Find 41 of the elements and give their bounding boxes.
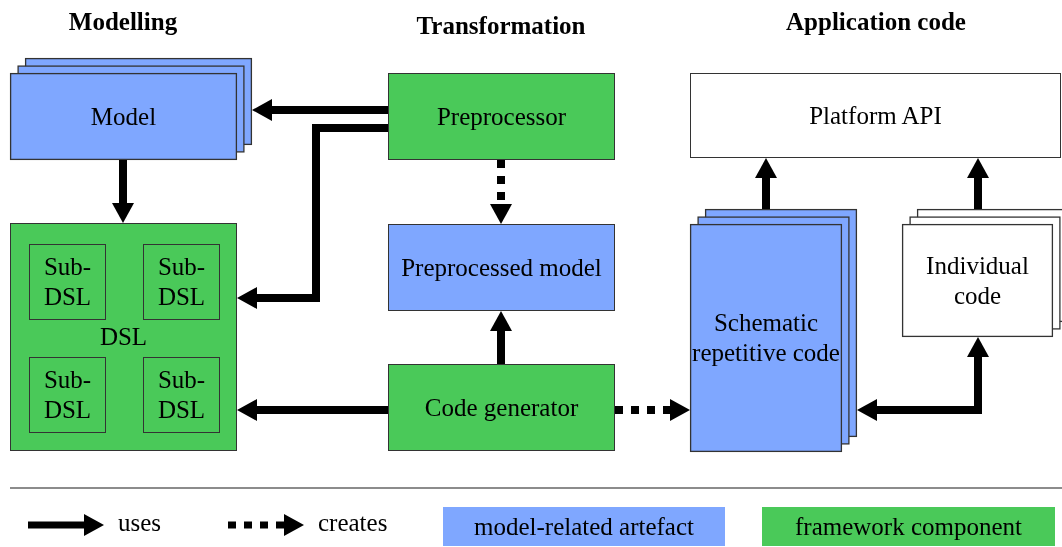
arrow bbox=[252, 99, 388, 121]
process-box bbox=[388, 364, 615, 451]
node-label: Individual code bbox=[925, 250, 1030, 311]
platform-box bbox=[690, 73, 1061, 158]
sub-dsl-box bbox=[29, 244, 106, 320]
arrow bbox=[490, 160, 512, 224]
arrow bbox=[857, 337, 989, 421]
model-stack bbox=[10, 58, 252, 160]
arrow bbox=[967, 158, 989, 209]
arrow bbox=[237, 399, 388, 421]
process-box bbox=[388, 73, 615, 160]
node-label: Schematic repetitive code bbox=[691, 308, 841, 368]
node-label: Sub- DSL bbox=[42, 252, 93, 312]
arrow bbox=[490, 311, 512, 364]
node-label: Sub- DSL bbox=[156, 252, 207, 312]
legend-label: framework component bbox=[795, 511, 1022, 542]
legend-label: creates bbox=[318, 508, 388, 538]
sub-dsl-box bbox=[143, 244, 220, 320]
node-label: DSL bbox=[99, 322, 148, 352]
node-label: Platform API bbox=[809, 100, 942, 131]
node-label: Preprocessed model bbox=[401, 252, 602, 283]
node-label: Sub- DSL bbox=[42, 365, 93, 425]
arrow bbox=[615, 399, 690, 421]
node-label: Code generator bbox=[424, 392, 579, 423]
arrow bbox=[112, 160, 134, 223]
arrow bbox=[755, 158, 777, 209]
column-heading: Transformation bbox=[416, 12, 586, 40]
node-label: Preprocessor bbox=[436, 101, 567, 132]
node-label: Model bbox=[90, 101, 157, 132]
column-heading: Modelling bbox=[68, 8, 178, 36]
code-stack bbox=[902, 209, 1061, 337]
sub-dsl-box bbox=[143, 357, 220, 433]
legend-label: uses bbox=[118, 508, 162, 538]
sub-dsl-box bbox=[29, 357, 106, 433]
dsl-box bbox=[10, 223, 237, 451]
node-label: Sub- DSL bbox=[156, 365, 207, 425]
arrow bbox=[237, 124, 388, 309]
legend-label: model-related artefact bbox=[474, 511, 694, 542]
artefact-box bbox=[388, 224, 615, 311]
code-stack bbox=[690, 209, 857, 452]
column-heading: Application code bbox=[786, 8, 966, 36]
